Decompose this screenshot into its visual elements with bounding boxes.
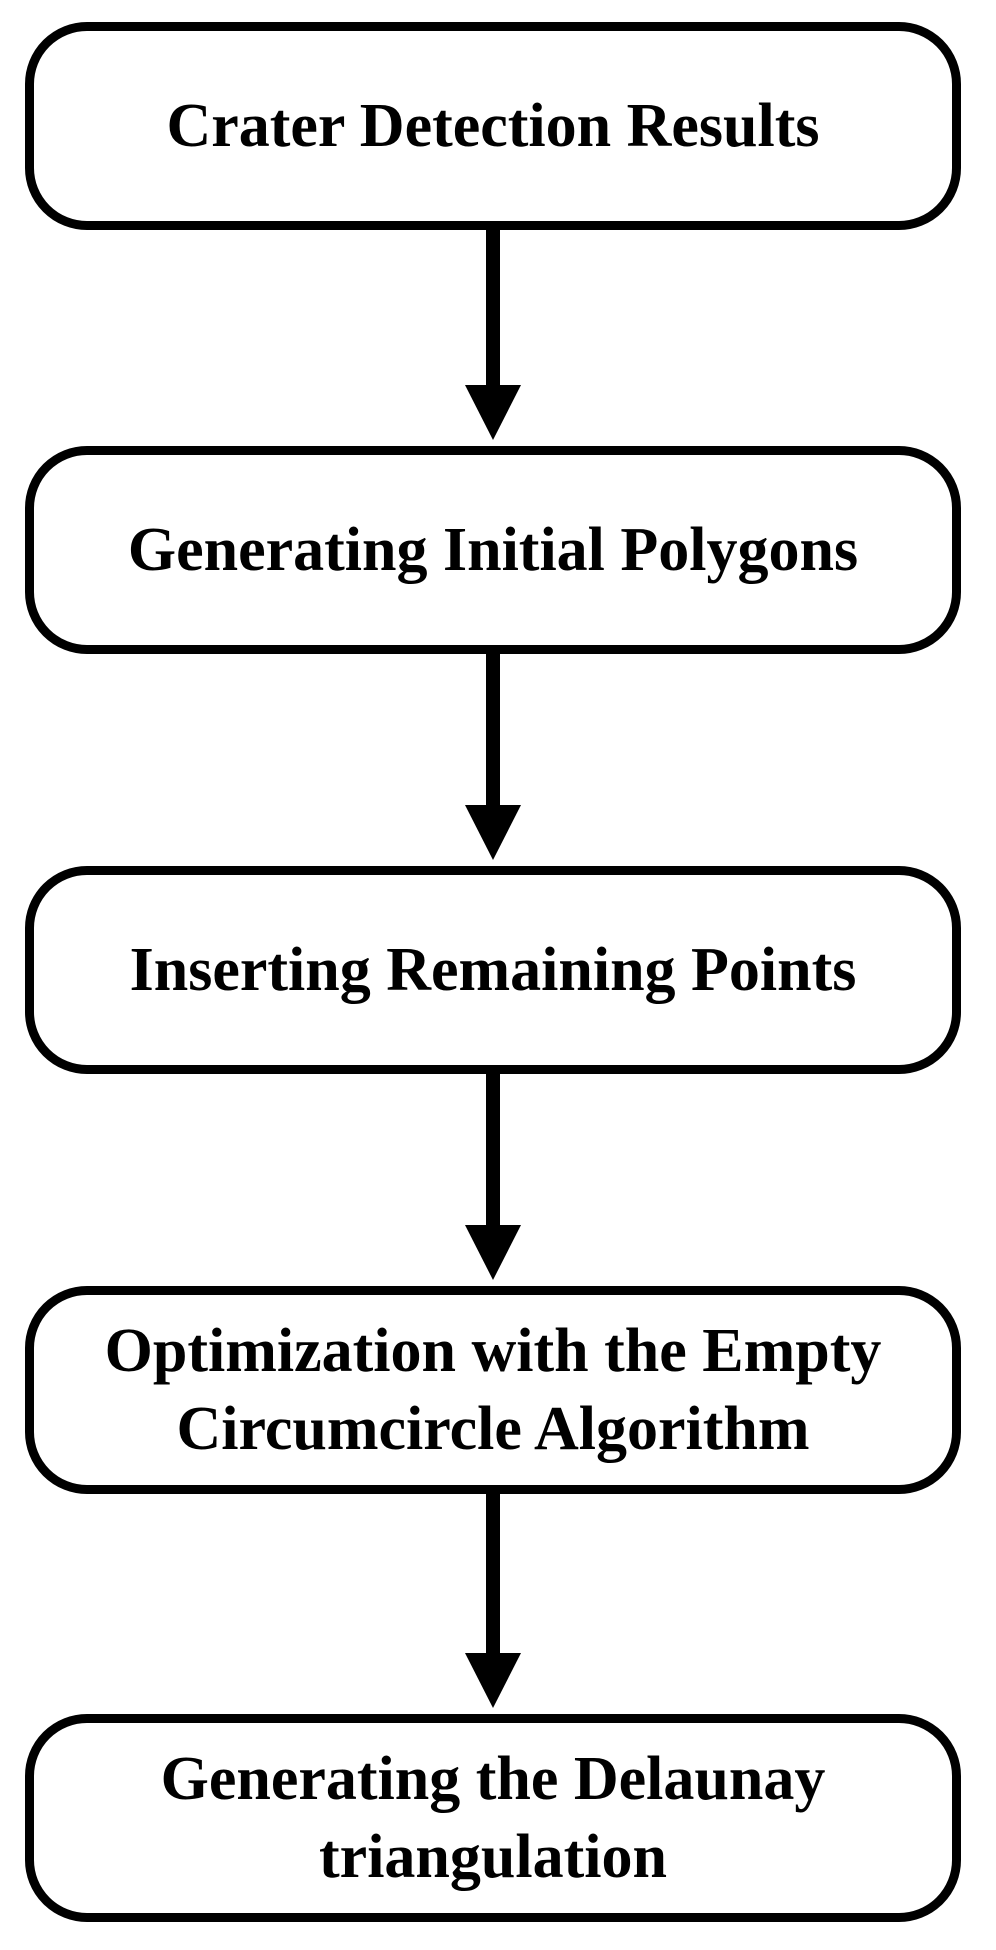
arrow-head bbox=[465, 1653, 521, 1708]
step-box-inserting-remaining-points: Inserting Remaining Points bbox=[25, 866, 961, 1074]
arrow-1-to-2 bbox=[465, 230, 521, 440]
step-label: Generating Initial Polygons bbox=[128, 511, 858, 589]
arrow-3-to-4 bbox=[465, 1074, 521, 1280]
step-label: Generating the Delaunay triangulation bbox=[161, 1740, 826, 1896]
step-box-optimization-empty-circumcircle: Optimization with the Empty Circumcircle… bbox=[25, 1286, 961, 1494]
step-label-line: triangulation bbox=[319, 1823, 667, 1891]
step-label: Crater Detection Results bbox=[166, 87, 819, 165]
arrow-2-to-3 bbox=[465, 654, 521, 860]
arrow-4-to-5 bbox=[465, 1494, 521, 1708]
step-label-line: Circumcircle Algorithm bbox=[176, 1395, 810, 1463]
step-label-line: Inserting Remaining Points bbox=[129, 936, 857, 1004]
step-label: Optimization with the Empty Circumcircle… bbox=[105, 1312, 882, 1468]
step-label: Inserting Remaining Points bbox=[130, 931, 857, 1009]
step-label-line: Generating Initial Polygons bbox=[127, 516, 859, 584]
step-label-line: Optimization with the Empty bbox=[104, 1317, 882, 1385]
step-box-generating-initial-polygons: Generating Initial Polygons bbox=[25, 446, 961, 654]
step-box-crater-detection-results: Crater Detection Results bbox=[25, 22, 961, 230]
arrow-head bbox=[465, 1225, 521, 1280]
step-label-line: Generating the Delaunay bbox=[160, 1745, 826, 1813]
arrow-head bbox=[465, 385, 521, 440]
step-label-line: Crater Detection Results bbox=[166, 92, 820, 160]
step-box-generating-delaunay-triangulation: Generating the Delaunay triangulation bbox=[25, 1714, 961, 1922]
arrow-head bbox=[465, 805, 521, 860]
